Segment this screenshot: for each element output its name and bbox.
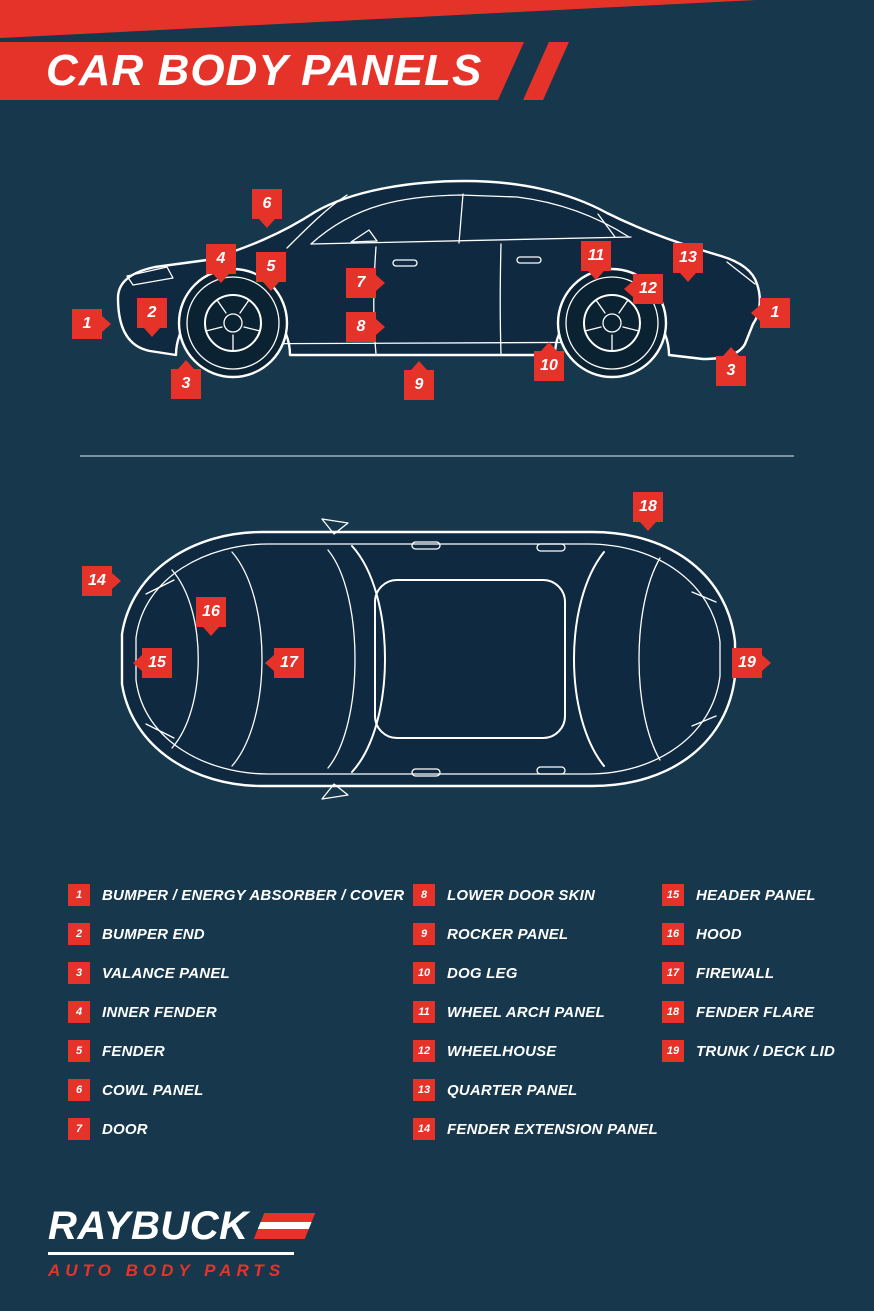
legend-item-label: ROCKER PANEL xyxy=(447,925,569,943)
legend-item-label: WHEELHOUSE xyxy=(447,1042,557,1060)
section-divider xyxy=(80,455,794,457)
legend-item-label: HEADER PANEL xyxy=(696,886,816,904)
legend-item: 17 FIREWALL xyxy=(662,962,844,984)
car-side-view-svg xyxy=(116,179,761,379)
legend-item-label: BUMPER / ENERGY ABSORBER / COVER xyxy=(102,886,405,904)
legend-item-number: 6 xyxy=(68,1079,90,1101)
legend-item: 9 ROCKER PANEL xyxy=(413,923,662,945)
legend-item-number: 14 xyxy=(413,1118,435,1140)
legend-item-label: HOOD xyxy=(696,925,742,943)
legend-item-number: 1 xyxy=(68,884,90,906)
front-wheel xyxy=(177,267,289,379)
legend-item: 4 INNER FENDER xyxy=(68,1001,413,1023)
legend-item: 1 BUMPER / ENERGY ABSORBER / COVER xyxy=(68,884,413,906)
rear-wheel xyxy=(556,267,668,379)
legend-item: 10 DOG LEG xyxy=(413,962,662,984)
top-red-wedge xyxy=(0,0,756,38)
legend-item-number: 18 xyxy=(662,1001,684,1023)
legend-item-label: LOWER DOOR SKIN xyxy=(447,886,595,904)
legend-item-label: WHEEL ARCH PANEL xyxy=(447,1003,605,1021)
legend-item-label: FENDER FLARE xyxy=(696,1003,815,1021)
legend-item-label: INNER FENDER xyxy=(102,1003,217,1021)
legend-item-number: 8 xyxy=(413,884,435,906)
legend-column: 1 BUMPER / ENERGY ABSORBER / COVER 2 BUMPER… xyxy=(68,884,413,1157)
legend-item-label: VALANCE PANEL xyxy=(102,964,230,982)
legend-item: 6 COWL PANEL xyxy=(68,1079,413,1101)
legend-column: 15 HEADER PANEL 16 HOOD 17 FIREWALL 18 FENDER F… xyxy=(662,884,844,1079)
car-top-view-svg xyxy=(120,518,737,800)
legend-item: 19 TRUNK / DECK LID xyxy=(662,1040,844,1062)
legend-item-label: QUARTER PANEL xyxy=(447,1081,578,1099)
legend-item: 18 FENDER FLARE xyxy=(662,1001,844,1023)
legend-item-number: 10 xyxy=(413,962,435,984)
legend-item-label: BUMPER END xyxy=(102,925,205,943)
legend-item-number: 11 xyxy=(413,1001,435,1023)
title-band: CAR BODY PANELS xyxy=(0,42,524,100)
legend-item: 5 FENDER xyxy=(68,1040,413,1062)
legend-column: 8 LOWER DOOR SKIN 9 ROCKER PANEL 10 DOG LEG 11… xyxy=(413,884,662,1157)
car-side-view-illustration xyxy=(55,158,820,423)
car-top-view-illustration xyxy=(112,518,752,800)
title-band-stripe xyxy=(523,42,569,100)
legend-item: 12 WHEELHOUSE xyxy=(413,1040,662,1062)
legend-item: 15 HEADER PANEL xyxy=(662,884,844,906)
legend-item: 11 WHEEL ARCH PANEL xyxy=(413,1001,662,1023)
legend-item: 8 LOWER DOOR SKIN xyxy=(413,884,662,906)
legend-item-label: DOOR xyxy=(102,1120,148,1138)
legend-item-label: TRUNK / DECK LID xyxy=(696,1042,836,1060)
legend-item: 14 FENDER EXTENSION PANEL xyxy=(413,1118,662,1140)
legend-item-number: 16 xyxy=(662,923,684,945)
legend-item: 13 QUARTER PANEL xyxy=(413,1079,662,1101)
legend-item-label: FIREWALL xyxy=(696,964,775,982)
legend-item: 7 DOOR xyxy=(68,1118,413,1140)
legend-item-number: 7 xyxy=(68,1118,90,1140)
legend-item-number: 19 xyxy=(662,1040,684,1062)
legend-item-number: 3 xyxy=(68,962,90,984)
brand-name: RAYBUCK xyxy=(48,1204,249,1248)
legend-item-number: 2 xyxy=(68,923,90,945)
legend-item-number: 12 xyxy=(413,1040,435,1062)
legend-item: 2 BUMPER END xyxy=(68,923,413,945)
legend-item-label: FENDER xyxy=(102,1042,165,1060)
legend-item: 3 VALANCE PANEL xyxy=(68,962,413,984)
brand-rule xyxy=(48,1252,294,1255)
legend-item-label: DOG LEG xyxy=(447,964,518,982)
brand-tagline: AUTO BODY PARTS xyxy=(48,1261,286,1280)
legend-item-number: 5 xyxy=(68,1040,90,1062)
legend: 1 BUMPER / ENERGY ABSORBER / COVER 2 BUMPER… xyxy=(68,884,844,1157)
legend-item-number: 15 xyxy=(662,884,684,906)
legend-item-number: 4 xyxy=(68,1001,90,1023)
legend-item: 16 HOOD xyxy=(662,923,844,945)
footer-logo: RAYBUCK AUTO BODY PARTS xyxy=(48,1204,316,1281)
legend-item-number: 13 xyxy=(413,1079,435,1101)
legend-item-number: 17 xyxy=(662,962,684,984)
brand-flag-icon xyxy=(253,1213,316,1239)
brand-row: RAYBUCK xyxy=(48,1204,316,1248)
legend-item-number: 9 xyxy=(413,923,435,945)
page-title: CAR BODY PANELS xyxy=(46,46,483,95)
legend-item-label: COWL PANEL xyxy=(102,1081,204,1099)
part-marker-14: 14 xyxy=(82,566,112,596)
legend-item-label: FENDER EXTENSION PANEL xyxy=(447,1120,658,1138)
